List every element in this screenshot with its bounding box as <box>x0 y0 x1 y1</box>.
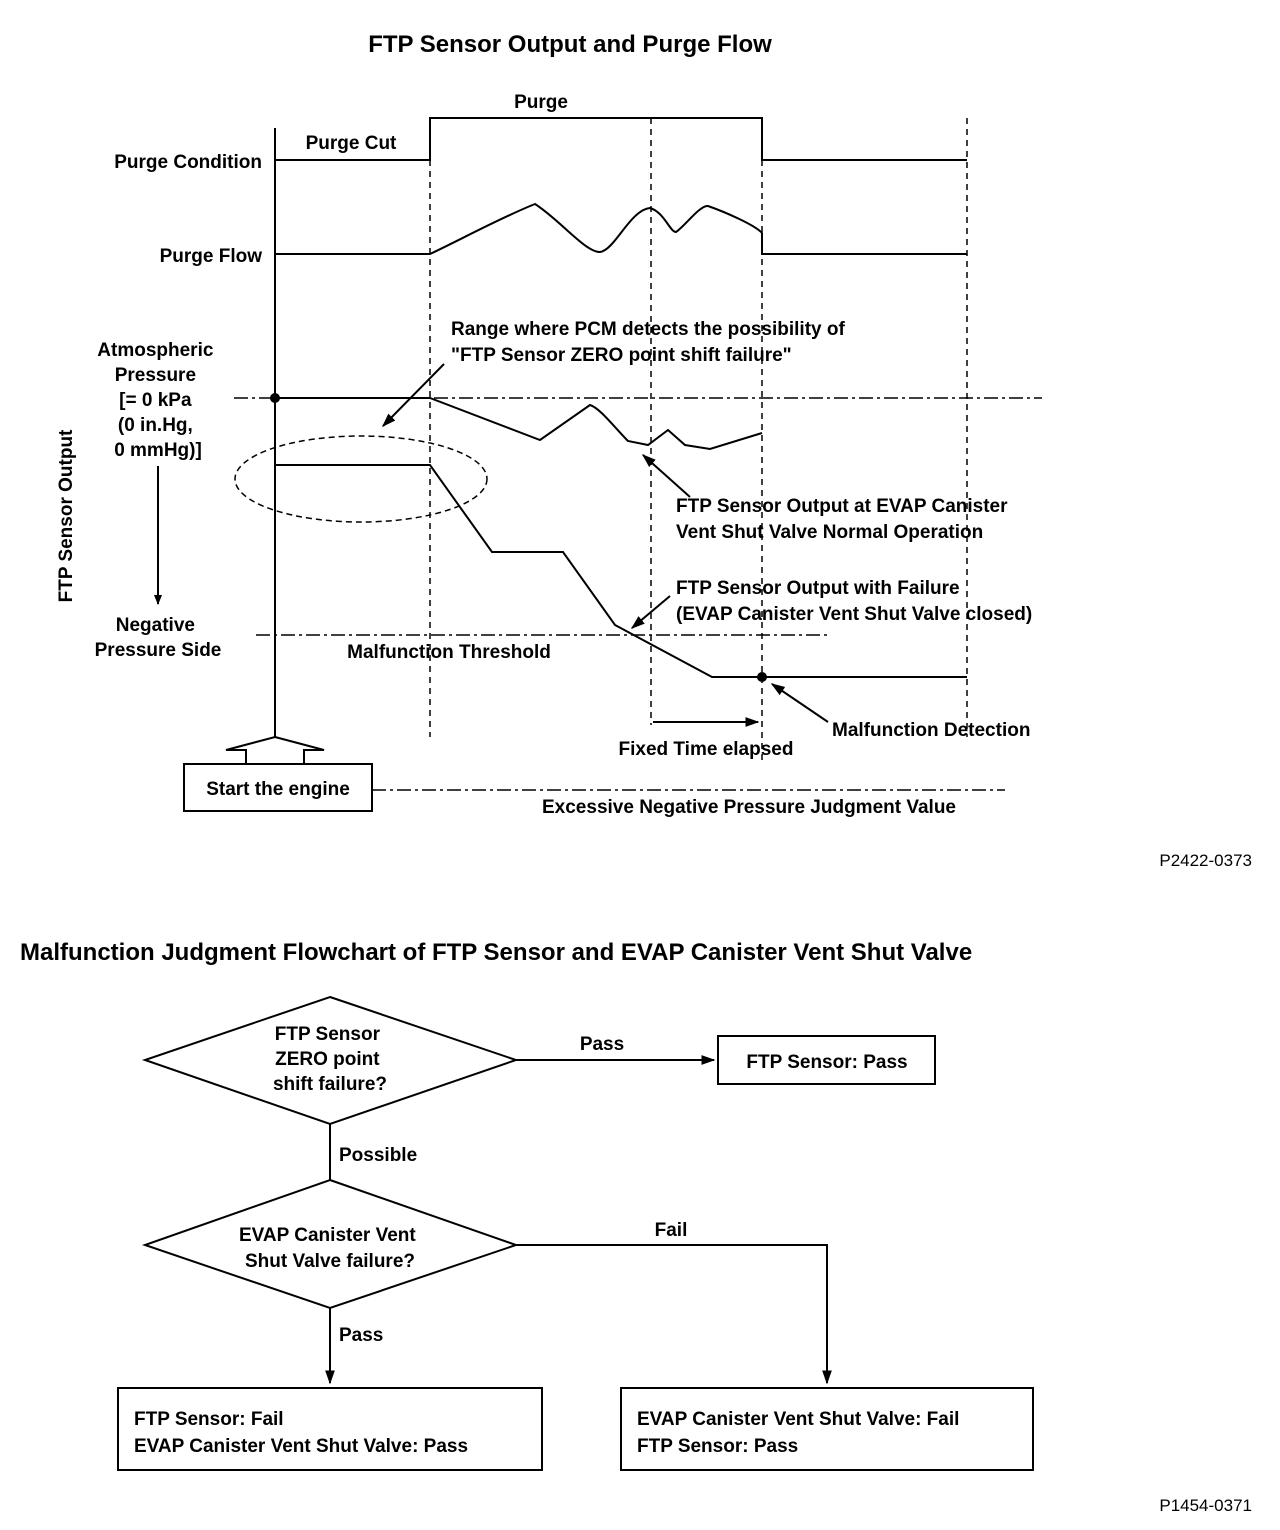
failure-curve <box>275 464 967 678</box>
box-ftp-fail-valve-pass-text: FTP Sensor: Fail EVAP Canister Vent Shut… <box>134 1409 468 1457</box>
box-valve-fail-ftp-pass-text: EVAP Canister Vent Shut Valve: Fail FTP … <box>637 1409 965 1457</box>
box-ftp-sensor-pass-text: FTP Sensor: Pass <box>746 1052 907 1073</box>
flowchart-figure-id: P1454-0371 <box>1159 1496 1252 1515</box>
possible-label: Possible <box>339 1145 417 1166</box>
purge-label: Purge <box>514 92 568 113</box>
purge-cut-label: Purge Cut <box>306 133 397 154</box>
normal-operation-curve <box>275 397 763 451</box>
detection-range-ellipse <box>234 435 488 523</box>
decision-vent-valve-text: EVAP Canister Vent Shut Valve failure? <box>239 1225 421 1272</box>
excessive-negative-label: Excessive Negative Pressure Judgment Val… <box>542 797 956 818</box>
purge-condition-label: Purge Condition <box>114 152 262 173</box>
timing-chart: FTP Sensor Output and Purge Flow Purge P… <box>56 31 1252 870</box>
pass-label-2: Pass <box>339 1325 383 1346</box>
fail-label: Fail <box>655 1220 688 1241</box>
box-ftp-fail-valve-pass <box>117 1387 543 1471</box>
purge-flow-line <box>275 202 967 255</box>
malfunction-detection-arrow <box>770 683 829 723</box>
box-ftp-sensor-pass <box>717 1035 936 1085</box>
range-note: Range where PCM detects the possibility … <box>451 319 850 366</box>
timing-chart-title: FTP Sensor Output and Purge Flow <box>368 31 772 58</box>
range-note-arrow <box>382 363 445 427</box>
fail-arrow <box>516 1244 832 1385</box>
start-engine-label: Start the engine <box>206 779 350 800</box>
failure-arrow <box>630 595 671 629</box>
flowchart: Malfunction Judgment Flowchart of FTP Se… <box>20 939 1252 1515</box>
start-engine-arrow <box>225 735 325 765</box>
failure-note: FTP Sensor Output with Failure (EVAP Can… <box>676 578 1032 625</box>
box-valve-fail-ftp-pass <box>620 1387 1034 1471</box>
malfunction-threshold-label: Malfunction Threshold <box>347 642 551 663</box>
time-markers <box>429 118 968 760</box>
purge-flow-label: Purge Flow <box>160 246 263 267</box>
timing-figure-id: P2422-0373 <box>1159 851 1252 870</box>
malfunction-detection-label: Malfunction Detection <box>832 720 1030 741</box>
start-engine-box <box>183 763 373 812</box>
decision-zero-point-text: FTP Sensor ZERO point shift failure? <box>273 1024 387 1095</box>
negative-pressure-label: Negative Pressure Side <box>95 615 222 661</box>
fixed-time-label: Fixed Time elapsed <box>619 739 794 760</box>
atmospheric-pressure-label: Atmospheric Pressure [= 0 kPa (0 in.Hg, … <box>97 340 218 461</box>
malfunction-detection-dot <box>757 672 767 682</box>
purge-condition-line <box>275 117 967 161</box>
y-axis-label: FTP Sensor Output <box>56 429 77 602</box>
normal-operation-note: FTP Sensor Output at EVAP Canister Vent … <box>676 496 1013 543</box>
flowchart-title: Malfunction Judgment Flowchart of FTP Se… <box>20 939 972 966</box>
normal-operation-arrow <box>641 454 691 498</box>
pass-label-1: Pass <box>580 1034 624 1055</box>
